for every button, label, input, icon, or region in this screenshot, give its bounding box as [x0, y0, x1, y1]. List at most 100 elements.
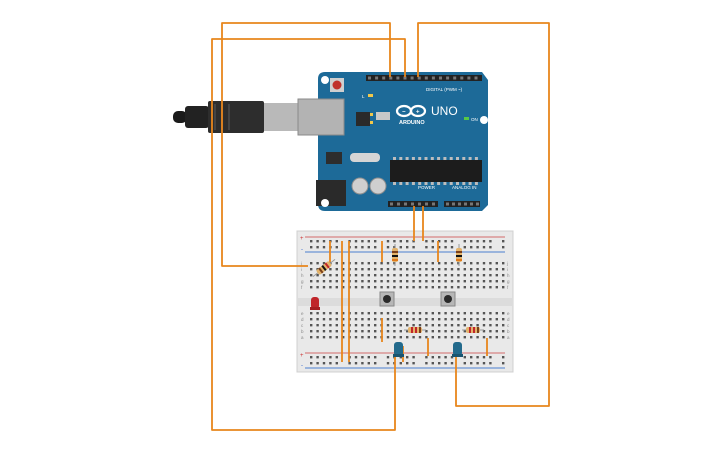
breadboard-hole[interactable] — [470, 274, 473, 277]
breadboard-hole[interactable] — [406, 356, 409, 359]
breadboard-hole[interactable] — [310, 262, 313, 265]
breadboard-hole[interactable] — [367, 318, 370, 321]
breadboard-hole[interactable] — [386, 280, 390, 283]
breadboard-hole[interactable] — [367, 330, 370, 333]
breadboard-hole[interactable] — [399, 280, 402, 283]
breadboard-hole[interactable] — [399, 274, 402, 277]
breadboard-hole[interactable] — [316, 362, 319, 365]
analog-pin-socket[interactable] — [464, 202, 467, 206]
breadboard-hole[interactable] — [316, 336, 319, 339]
breadboard-hole[interactable] — [310, 268, 313, 271]
breadboard-hole[interactable] — [495, 262, 498, 265]
breadboard-hole[interactable] — [431, 318, 434, 321]
breadboard-hole[interactable] — [367, 324, 370, 327]
breadboard-hole[interactable] — [476, 312, 479, 315]
breadboard-hole[interactable] — [354, 312, 358, 315]
breadboard-hole[interactable] — [361, 318, 364, 321]
breadboard-hole[interactable] — [470, 324, 473, 327]
breadboard-hole[interactable] — [374, 356, 377, 359]
digital-pin-socket[interactable] — [460, 76, 464, 80]
breadboard-hole[interactable] — [502, 312, 505, 315]
digital-pin-socket[interactable] — [410, 76, 414, 80]
breadboard-hole[interactable] — [329, 286, 332, 289]
breadboard-hole[interactable] — [476, 362, 479, 365]
power-pin-socket[interactable] — [404, 202, 407, 206]
breadboard-hole[interactable] — [342, 324, 345, 327]
breadboard-hole[interactable] — [329, 312, 332, 315]
breadboard-hole[interactable] — [457, 312, 460, 315]
breadboard-hole[interactable] — [354, 274, 358, 277]
breadboard-hole[interactable] — [431, 280, 434, 283]
breadboard-hole[interactable] — [470, 286, 473, 289]
breadboard-hole[interactable] — [444, 356, 447, 359]
breadboard-hole[interactable] — [502, 318, 505, 321]
power-pin-socket[interactable] — [432, 202, 435, 206]
breadboard-hole[interactable] — [470, 240, 473, 243]
breadboard-hole[interactable] — [431, 336, 434, 339]
breadboard-hole[interactable] — [380, 268, 383, 271]
breadboard-hole[interactable] — [438, 240, 441, 243]
breadboard-hole[interactable] — [361, 268, 364, 271]
breadboard-hole[interactable] — [463, 324, 466, 327]
breadboard-hole[interactable] — [342, 318, 345, 321]
breadboard-hole[interactable] — [335, 268, 338, 271]
breadboard-hole[interactable] — [386, 356, 390, 359]
breadboard-hole[interactable] — [476, 356, 479, 359]
breadboard-hole[interactable] — [335, 336, 338, 339]
digital-pin-socket[interactable] — [396, 76, 400, 80]
breadboard-hole[interactable] — [322, 330, 326, 333]
breadboard-hole[interactable] — [386, 318, 390, 321]
breadboard-hole[interactable] — [482, 274, 486, 277]
breadboard-hole[interactable] — [374, 318, 377, 321]
breadboard-hole[interactable] — [470, 362, 473, 365]
breadboard-hole[interactable] — [418, 274, 422, 277]
breadboard-hole[interactable] — [329, 324, 332, 327]
breadboard-hole[interactable] — [412, 246, 415, 249]
breadboard-hole[interactable] — [335, 286, 338, 289]
breadboard-hole[interactable] — [322, 312, 326, 315]
breadboard-hole[interactable] — [412, 274, 415, 277]
breadboard-hole[interactable] — [482, 336, 486, 339]
analog-pin-socket[interactable] — [452, 202, 455, 206]
breadboard-hole[interactable] — [495, 280, 498, 283]
breadboard-hole[interactable] — [418, 312, 422, 315]
breadboard-hole[interactable] — [406, 324, 409, 327]
breadboard-hole[interactable] — [502, 246, 505, 249]
breadboard-hole[interactable] — [425, 286, 428, 289]
breadboard-hole[interactable] — [438, 362, 441, 365]
breadboard-hole[interactable] — [482, 318, 486, 321]
breadboard-hole[interactable] — [470, 262, 473, 265]
breadboard-hole[interactable] — [457, 274, 460, 277]
breadboard-hole[interactable] — [399, 336, 402, 339]
breadboard-hole[interactable] — [495, 274, 498, 277]
breadboard-hole[interactable] — [418, 262, 422, 265]
breadboard-hole[interactable] — [342, 268, 345, 271]
breadboard-hole[interactable] — [406, 246, 409, 249]
breadboard-hole[interactable] — [361, 286, 364, 289]
digital-pin-socket[interactable] — [446, 76, 450, 80]
breadboard-hole[interactable] — [502, 286, 505, 289]
breadboard-hole[interactable] — [425, 330, 428, 333]
breadboard-hole[interactable] — [438, 286, 441, 289]
breadboard-hole[interactable] — [367, 246, 370, 249]
breadboard-hole[interactable] — [386, 274, 390, 277]
breadboard-hole[interactable] — [354, 286, 358, 289]
breadboard-hole[interactable] — [450, 318, 454, 321]
breadboard-hole[interactable] — [502, 262, 505, 265]
breadboard-hole[interactable] — [393, 336, 396, 339]
breadboard-hole[interactable] — [444, 280, 447, 283]
breadboard-hole[interactable] — [450, 286, 454, 289]
breadboard-hole[interactable] — [457, 336, 460, 339]
breadboard-hole[interactable] — [367, 362, 370, 365]
breadboard-hole[interactable] — [367, 240, 370, 243]
breadboard-hole[interactable] — [393, 268, 396, 271]
breadboard-hole[interactable] — [386, 324, 390, 327]
breadboard-hole[interactable] — [354, 262, 358, 265]
breadboard-hole[interactable] — [367, 268, 370, 271]
breadboard-hole[interactable] — [361, 274, 364, 277]
digital-pin-socket[interactable] — [375, 76, 379, 80]
breadboard-hole[interactable] — [361, 336, 364, 339]
breadboard-hole[interactable] — [418, 324, 422, 327]
breadboard-hole[interactable] — [444, 274, 447, 277]
breadboard-hole[interactable] — [380, 262, 383, 265]
